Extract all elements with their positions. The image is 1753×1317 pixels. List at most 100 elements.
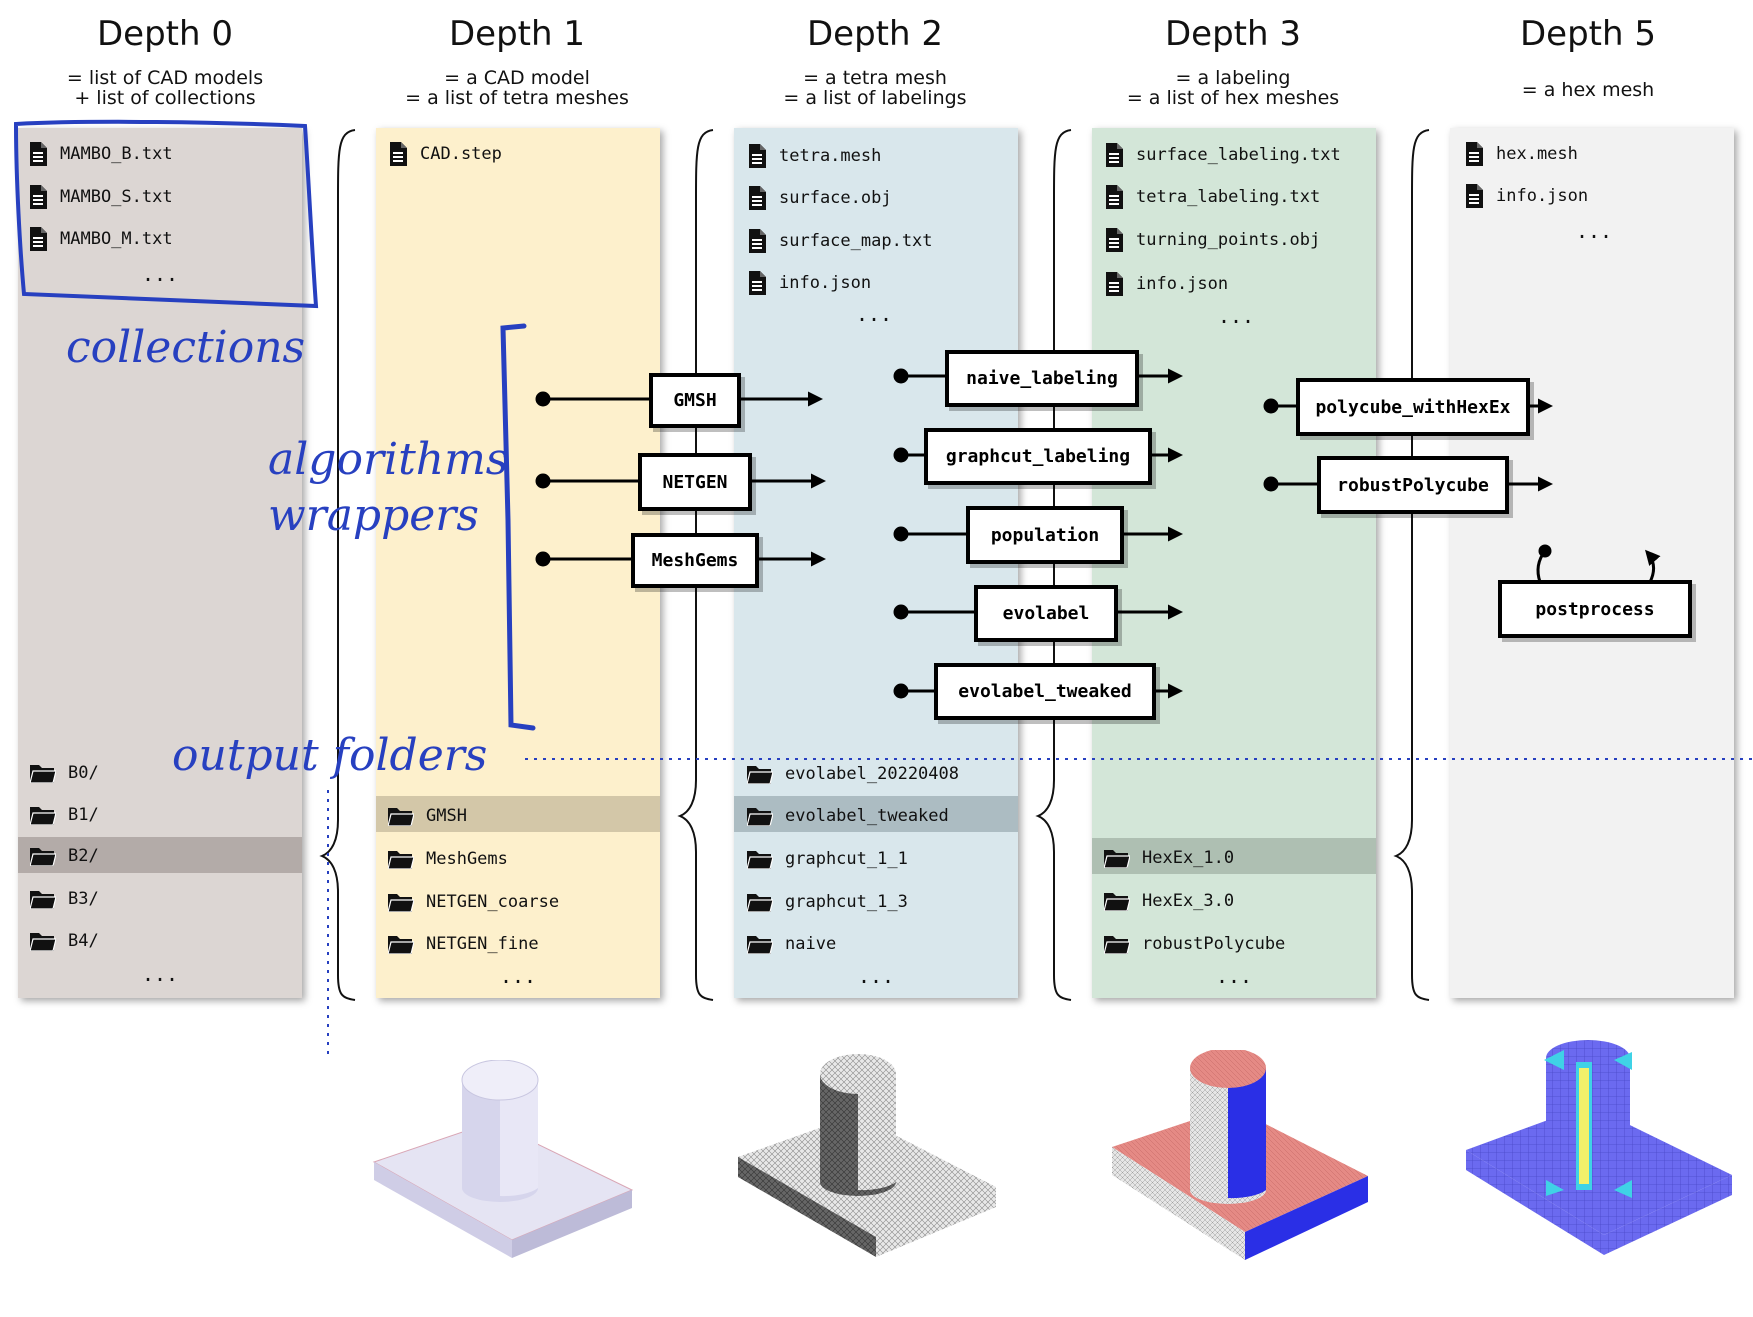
column-title: Depth 3 <box>1165 14 1301 54</box>
folder-name: B0/ <box>68 763 99 783</box>
folder-name: evolabel_tweaked <box>785 806 949 826</box>
highlight-row-depth0 <box>18 837 302 873</box>
folder-icon <box>30 765 56 783</box>
folder-name: graphcut_1_3 <box>785 892 908 912</box>
file-item[interactable]: surface.obj <box>747 183 892 213</box>
file-name: MAMBO_B.txt <box>60 144 173 164</box>
algo-box-gmsh[interactable]: GMSH <box>649 373 741 428</box>
folder-name: GMSH <box>426 806 467 826</box>
file-item[interactable]: info.json <box>747 268 871 298</box>
ellipsis: ... <box>1215 964 1253 988</box>
brace-depth0-depth1 <box>319 129 356 1001</box>
folder-icon <box>747 851 773 869</box>
column-subtitle: = a hex mesh <box>1521 79 1655 101</box>
folder-item[interactable]: graphcut_1_1 <box>747 844 908 874</box>
file-name: surface_map.txt <box>779 231 933 251</box>
file-name: surface.obj <box>779 188 892 208</box>
ellipsis: ... <box>857 964 895 988</box>
file-item[interactable]: surface_labeling.txt <box>1104 140 1341 170</box>
folder-item[interactable]: B1/ <box>30 800 99 830</box>
file-item[interactable]: MAMBO_B.txt <box>28 139 173 169</box>
folder-name: NETGEN_fine <box>426 934 539 954</box>
file-name: info.json <box>1496 186 1589 206</box>
file-icon <box>1106 272 1123 296</box>
column-depth5 <box>1450 128 1734 998</box>
file-name: tetra_labeling.txt <box>1136 187 1321 207</box>
column-subtitle: = a CAD model <box>444 67 590 89</box>
file-icon <box>749 229 766 253</box>
folder-item[interactable]: evolabel_20220408 <box>747 759 959 789</box>
algo-box-evolabel-tweaked[interactable]: evolabel_tweaked <box>934 663 1156 720</box>
folder-name: naive <box>785 934 837 954</box>
folder-item[interactable]: robustPolycube <box>1104 929 1285 959</box>
file-item[interactable]: MAMBO_M.txt <box>28 224 173 254</box>
folder-icon <box>388 808 414 826</box>
folder-icon <box>747 766 773 784</box>
folder-icon <box>30 933 56 951</box>
file-icon <box>749 271 766 295</box>
folder-item[interactable]: B4/ <box>30 926 99 956</box>
file-item[interactable]: MAMBO_S.txt <box>28 182 173 212</box>
algo-box-robustpolycube[interactable]: robustPolycube <box>1317 456 1509 514</box>
algo-box-graphcut-labeling[interactable]: graphcut_labeling <box>924 428 1152 485</box>
file-item[interactable]: turning_points.obj <box>1104 225 1320 255</box>
ellipsis: ... <box>499 964 537 988</box>
algo-box-population[interactable]: population <box>966 506 1124 564</box>
file-icon <box>30 227 47 251</box>
annotation-collections: collections <box>66 322 306 373</box>
column-title: Depth 5 <box>1520 14 1656 54</box>
column-subtitle: = a labeling <box>1175 67 1291 89</box>
algo-box-evolabel[interactable]: evolabel <box>974 585 1118 642</box>
column-subtitle: + list of collections <box>74 87 256 109</box>
ellipsis: ... <box>141 962 179 986</box>
folder-name: MeshGems <box>426 849 508 869</box>
folder-icon <box>1104 936 1130 954</box>
file-item[interactable]: info.json <box>1104 269 1228 299</box>
file-icon <box>1106 185 1123 209</box>
file-item[interactable]: tetra_labeling.txt <box>1104 182 1320 212</box>
ellipsis: ... <box>141 262 179 286</box>
algo-box-naive-labeling[interactable]: naive_labeling <box>945 350 1139 407</box>
folder-item[interactable]: HexEx_1.0 <box>1104 843 1234 873</box>
folder-name: B4/ <box>68 931 99 951</box>
folder-item[interactable]: NETGEN_coarse <box>388 887 559 917</box>
file-name: surface_labeling.txt <box>1136 145 1341 165</box>
folder-name: B1/ <box>68 805 99 825</box>
folder-item[interactable]: B0/ <box>30 758 99 788</box>
folder-item[interactable]: evolabel_tweaked <box>747 801 949 831</box>
algo-box-postprocess[interactable]: postprocess <box>1498 580 1692 638</box>
algo-box-polycube-withhexex[interactable]: polycube_withHexEx <box>1296 378 1530 436</box>
folder-name: HexEx_3.0 <box>1142 891 1235 911</box>
file-icon <box>390 142 407 166</box>
folder-item[interactable]: B2/ <box>30 841 99 871</box>
file-icon <box>749 144 766 168</box>
file-icon <box>1466 142 1483 166</box>
highlight-row-depth1 <box>376 796 660 832</box>
file-item[interactable]: tetra.mesh <box>747 141 881 171</box>
folder-name: NETGEN_coarse <box>426 892 560 912</box>
file-item[interactable]: hex.mesh <box>1464 139 1578 169</box>
folder-item[interactable]: NETGEN_fine <box>388 929 539 959</box>
file-item[interactable]: CAD.step <box>388 139 502 169</box>
folder-item[interactable]: HexEx_3.0 <box>1104 886 1234 916</box>
folder-item[interactable]: MeshGems <box>388 844 508 874</box>
folder-item[interactable]: GMSH <box>388 801 467 831</box>
column-subtitle: = a tetra mesh <box>803 67 947 89</box>
folder-item[interactable]: graphcut_1_3 <box>747 887 908 917</box>
algo-box-meshgems[interactable]: MeshGems <box>631 533 759 588</box>
folder-item[interactable]: naive <box>747 929 836 959</box>
algo-box-netgen[interactable]: NETGEN <box>638 453 752 511</box>
column-subtitle: = a list of labelings <box>783 87 967 109</box>
header-depth3: Depth 3 = a labeling = a list of hex mes… <box>1068 14 1398 108</box>
hex-mesh-render <box>1466 1040 1732 1255</box>
folder-item[interactable]: B3/ <box>30 884 99 914</box>
file-name: CAD.step <box>420 144 502 164</box>
file-item[interactable]: surface_map.txt <box>747 226 933 256</box>
collections-box <box>13 119 319 309</box>
folder-icon <box>30 891 56 909</box>
tetra-mesh-render <box>738 1054 996 1257</box>
postprocess-loop-arrows <box>1536 544 1661 583</box>
file-item[interactable]: info.json <box>1464 181 1588 211</box>
folder-icon <box>30 848 56 866</box>
ellipsis: ... <box>1217 304 1255 328</box>
